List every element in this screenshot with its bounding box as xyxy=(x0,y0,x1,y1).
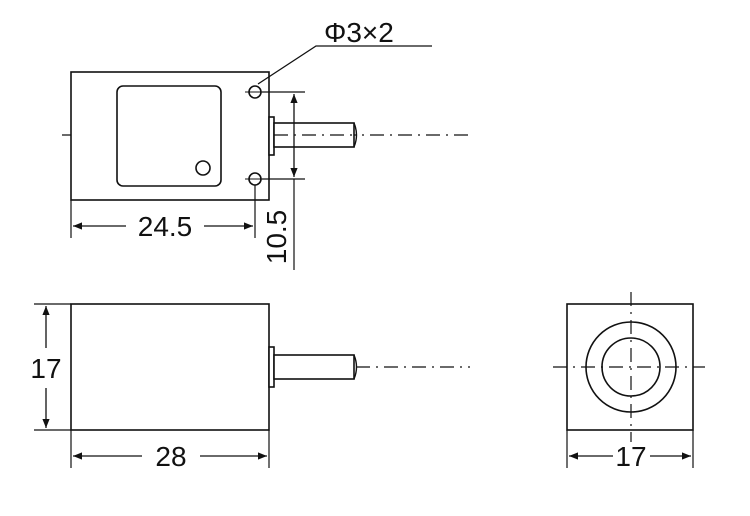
hole-spec-label: Φ3×2 xyxy=(324,17,394,48)
hole-spec-leader xyxy=(257,45,432,85)
front-outer-ring xyxy=(585,321,677,413)
dim-28-label: 28 xyxy=(155,441,186,472)
front-view xyxy=(553,292,705,468)
side-view-body xyxy=(70,303,270,431)
side-cable xyxy=(273,354,355,380)
dim-17-front-label: 17 xyxy=(615,441,646,472)
dim-24-5-label: 24.5 xyxy=(138,211,193,242)
top-view-body xyxy=(70,71,270,201)
dim-10-5-label: 10.5 xyxy=(261,210,292,265)
top-view xyxy=(62,45,470,270)
sensing-face xyxy=(116,85,222,187)
front-inner-ring xyxy=(601,337,661,397)
indicator-led xyxy=(195,160,211,176)
dim-17-side-label: 17 xyxy=(30,353,61,384)
side-view xyxy=(34,303,470,468)
